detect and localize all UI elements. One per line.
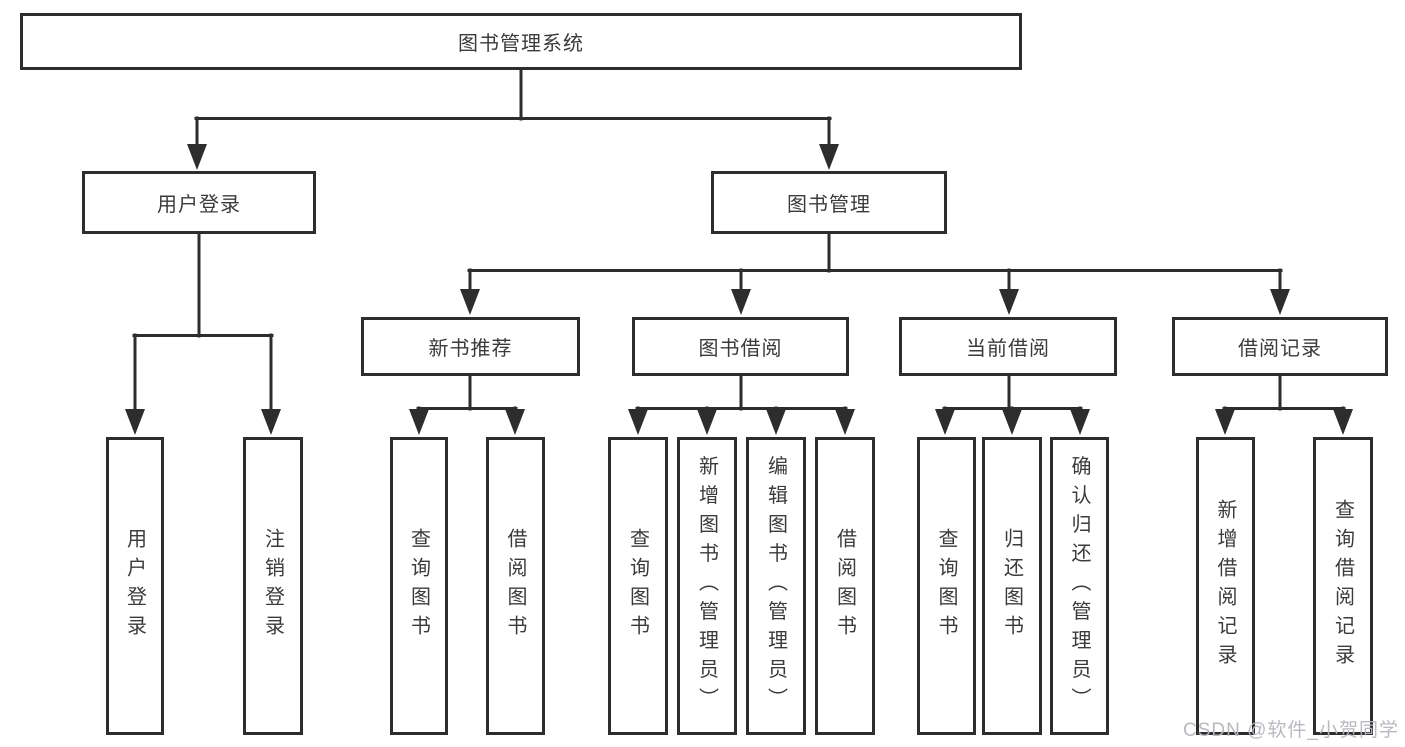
node-borrowing-records: 借阅记录 [1172, 317, 1388, 376]
csdn-watermark: CSDN @软件_小贺同学 [1183, 720, 1399, 741]
leaf-confirm-return-admin: 确认归还（管理员） [1050, 437, 1109, 735]
leaf-add-books-admin: 新增图书（管理员） [677, 437, 737, 735]
node-user-login: 用户登录 [82, 171, 316, 234]
leaf-query-borrow-record: 查询借阅记录 [1313, 437, 1373, 735]
leaf-user-login: 用户登录 [106, 437, 164, 735]
leaf-add-books-admin-label: 新增图书（管理员） [695, 455, 718, 717]
node-new-book-recommendation: 新书推荐 [361, 317, 580, 376]
node-book-borrowing: 图书借阅 [632, 317, 849, 376]
leaf-query-books-recommend-label: 查询图书 [407, 528, 430, 644]
leaf-query-books-recommend: 查询图书 [390, 437, 448, 735]
leaf-confirm-return-admin-label: 确认归还（管理员） [1068, 455, 1090, 717]
leaf-add-borrow-record-label: 新增借阅记录 [1214, 499, 1236, 673]
node-book-management: 图书管理 [711, 171, 947, 234]
leaf-edit-books-admin-label: 编辑图书（管理员） [764, 455, 787, 717]
leaf-borrow-books-borrowing-label: 借阅图书 [833, 528, 856, 644]
arrowheads [125, 144, 1353, 435]
node-library-management-system: 图书管理系统 [20, 13, 1022, 70]
leaf-borrow-books-borrowing: 借阅图书 [815, 437, 875, 735]
leaf-logout-login: 注销登录 [243, 437, 303, 735]
leaf-borrow-books-recommend: 借阅图书 [486, 437, 545, 735]
leaf-add-borrow-record: 新增借阅记录 [1196, 437, 1255, 735]
leaf-user-login-label: 用户登录 [123, 528, 146, 644]
leaf-query-books-current: 查询图书 [917, 437, 976, 735]
leaf-return-books-label: 归还图书 [1000, 528, 1023, 644]
leaf-logout-login-label: 注销登录 [261, 528, 284, 644]
leaf-query-books-borrowing: 查询图书 [608, 437, 668, 735]
node-current-borrowing: 当前借阅 [899, 317, 1117, 376]
leaf-query-books-current-label: 查询图书 [935, 528, 957, 644]
leaf-return-books: 归还图书 [982, 437, 1042, 735]
leaf-borrow-books-recommend-label: 借阅图书 [504, 528, 526, 644]
leaf-query-borrow-record-label: 查询借阅记录 [1331, 499, 1354, 673]
leaf-edit-books-admin: 编辑图书（管理员） [746, 437, 806, 735]
leaf-query-books-borrowing-label: 查询图书 [626, 528, 649, 644]
